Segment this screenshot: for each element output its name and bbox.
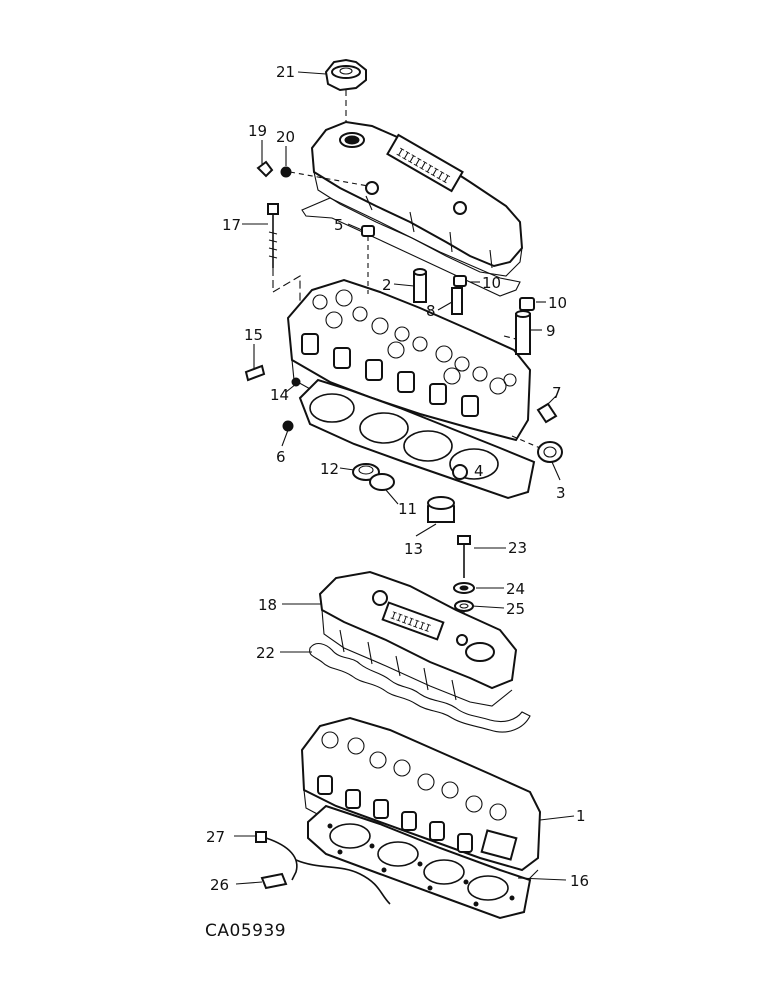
- callout-15: 15: [244, 326, 263, 344]
- callout-19: 19: [248, 122, 267, 140]
- cylinder-head-lower: [300, 716, 542, 887]
- cover-bolt-long: [267, 203, 301, 302]
- callout-18: 18: [258, 596, 277, 614]
- oil-filler-cap: [324, 58, 367, 128]
- valve-cover-gasket-lower: [309, 642, 531, 733]
- leak-off-line: [255, 831, 391, 905]
- callout-8: 8: [426, 302, 436, 320]
- callout-12: 12: [320, 460, 339, 478]
- callout-17: 17: [222, 216, 241, 234]
- callout-10-upper: 10: [482, 274, 501, 292]
- callout-23: 23: [508, 539, 527, 557]
- callout-11: 11: [398, 500, 417, 518]
- callout-2: 2: [382, 276, 392, 294]
- callout-4: 4: [474, 462, 484, 480]
- head-gasket-lower: [307, 804, 532, 920]
- callout-5: 5: [334, 216, 344, 234]
- callout-26: 26: [210, 876, 229, 894]
- callout-16: 16: [570, 872, 589, 890]
- callout-25: 25: [506, 600, 525, 618]
- callout-22: 22: [256, 644, 275, 662]
- callout-9: 9: [546, 322, 556, 340]
- leader-lines: [234, 71, 575, 885]
- valve-cover-lower: IIIIIII: [318, 570, 518, 707]
- callout-21: 21: [276, 63, 295, 81]
- callout-7: 7: [552, 384, 562, 402]
- callout-20: 20: [276, 128, 295, 146]
- callout-3: 3: [556, 484, 566, 502]
- callout-10-right: 10: [548, 294, 567, 312]
- callout-1: 1: [576, 807, 586, 825]
- small-hardware-upper: [244, 160, 563, 523]
- callout-27: 27: [206, 828, 225, 846]
- valve-cover-upper: IIIIIIIII: [310, 120, 524, 277]
- callout-13: 13: [404, 540, 423, 558]
- diagram-id-caption: CA05939: [205, 921, 286, 941]
- callout-labels: 21 19 20 17 5 2 10 10 8 9 15 14 7 6 12 4…: [206, 63, 589, 894]
- callout-24: 24: [506, 580, 525, 598]
- callout-14: 14: [270, 386, 289, 404]
- head-gasket-upper: [298, 378, 536, 500]
- valve-cover-gasket-upper: [301, 197, 521, 297]
- callout-6: 6: [276, 448, 286, 466]
